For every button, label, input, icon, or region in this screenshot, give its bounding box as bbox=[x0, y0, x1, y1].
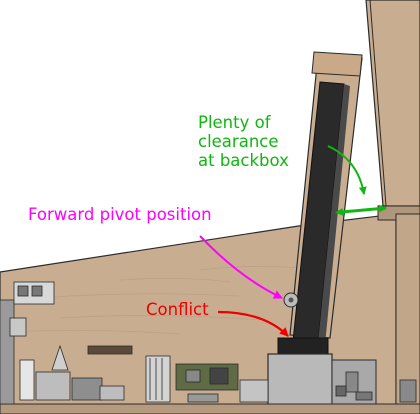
mechanism-cluster bbox=[0, 281, 269, 405]
hinge-block bbox=[277, 337, 329, 355]
clearance-pointer-arrow bbox=[327, 145, 367, 195]
backboard-top-cap bbox=[311, 51, 363, 77]
conflict-annotation: Conflict bbox=[146, 300, 209, 319]
conflict-pointer-arrow bbox=[217, 310, 289, 337]
pivot-annotation: Forward pivot position bbox=[28, 205, 212, 224]
support-box-detail bbox=[345, 371, 359, 393]
cabinet-floor bbox=[0, 403, 420, 414]
pivot-pointer-arrow bbox=[199, 235, 283, 299]
backboard-inner-edge bbox=[318, 84, 350, 345]
right-hardware bbox=[335, 379, 417, 403]
backbox-edge bbox=[369, 0, 387, 207]
pivot-bracket bbox=[283, 292, 299, 308]
clearance-line-3: at backbox bbox=[198, 151, 289, 170]
support-box bbox=[267, 353, 333, 407]
clearance-annotation: Plenty of clearance at backbox bbox=[198, 113, 289, 170]
clearance-gap-arrow bbox=[335, 204, 387, 216]
clearance-line-1: Plenty of bbox=[198, 113, 271, 132]
backbox-side bbox=[365, 0, 420, 207]
clearance-line-2: clearance bbox=[198, 132, 279, 151]
